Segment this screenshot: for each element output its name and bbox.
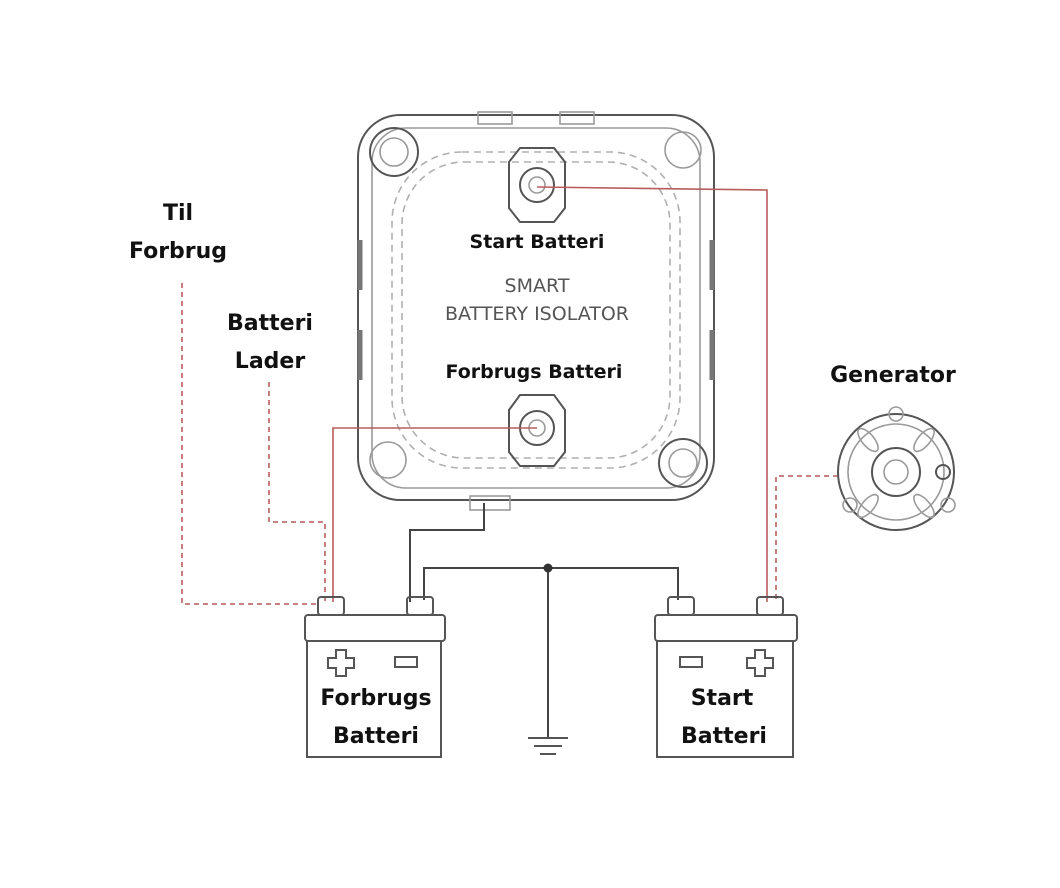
label-lader: Lader xyxy=(235,349,306,374)
bottom-tab xyxy=(469,495,511,511)
start-minus-icon xyxy=(679,656,703,668)
device-title-line1: SMART xyxy=(505,275,570,297)
label-forbrug: Forbrug xyxy=(129,239,227,264)
device-title-line2: BATTERY ISOLATOR xyxy=(445,303,629,325)
mount-bolt-top-left xyxy=(369,127,419,177)
wire-negative-bus xyxy=(423,567,679,600)
aux-battery-body xyxy=(306,640,442,758)
isolator-dashed-outline xyxy=(391,151,681,469)
start-battery-body xyxy=(656,640,794,758)
label-generator: Generator xyxy=(830,363,956,388)
start-terminal-positive xyxy=(756,596,784,616)
start-battery-label-line2: Batteri xyxy=(681,724,767,749)
isolator-outer-body xyxy=(357,114,715,501)
terminal-start-battery xyxy=(508,147,566,223)
top-tab-left xyxy=(477,111,513,125)
ground-symbol xyxy=(528,737,568,755)
battery-start: Start Batteri xyxy=(654,596,798,758)
mount-bolt-top-right xyxy=(664,131,702,169)
terminal-top-label: Start Batteri xyxy=(470,231,605,253)
start-battery-lid xyxy=(654,614,798,642)
wire-batteri-lader xyxy=(268,382,326,604)
start-plus-icon xyxy=(746,649,774,677)
aux-battery-label-line1: Forbrugs xyxy=(320,686,431,711)
mount-bolt-bottom-left xyxy=(369,441,407,479)
label-batteri: Batteri xyxy=(227,311,313,336)
label-til: Til xyxy=(163,201,193,226)
generator-icon xyxy=(837,406,956,531)
aux-plus-icon xyxy=(327,649,355,677)
terminal-bottom-label: Forbrugs Batteri xyxy=(446,361,623,383)
wire-isolator-to-aux-positive xyxy=(332,427,537,602)
battery-isolator: Start Batteri SMART BATTERY ISOLATOR For… xyxy=(357,111,715,511)
aux-terminal-positive xyxy=(317,596,345,616)
mount-bolt-bottom-right xyxy=(658,438,708,488)
aux-battery-lid xyxy=(304,614,446,642)
aux-minus-icon xyxy=(394,656,418,668)
ground-junction-dot xyxy=(543,563,553,573)
start-battery-label-line1: Start xyxy=(691,686,754,711)
terminal-forbrugs-battery xyxy=(508,394,566,467)
isolator-dashed-outline-inner xyxy=(401,161,671,459)
wire-isolator-ground xyxy=(409,503,485,602)
top-tab-right xyxy=(559,111,595,125)
wire-isolator-to-start-positive xyxy=(536,186,768,602)
wire-generator xyxy=(775,475,838,602)
start-terminal-negative xyxy=(667,596,695,616)
isolator-inner-body xyxy=(371,127,701,489)
aux-battery-label-line2: Batteri xyxy=(333,724,419,749)
battery-aux: Forbrugs Batteri xyxy=(304,596,446,758)
